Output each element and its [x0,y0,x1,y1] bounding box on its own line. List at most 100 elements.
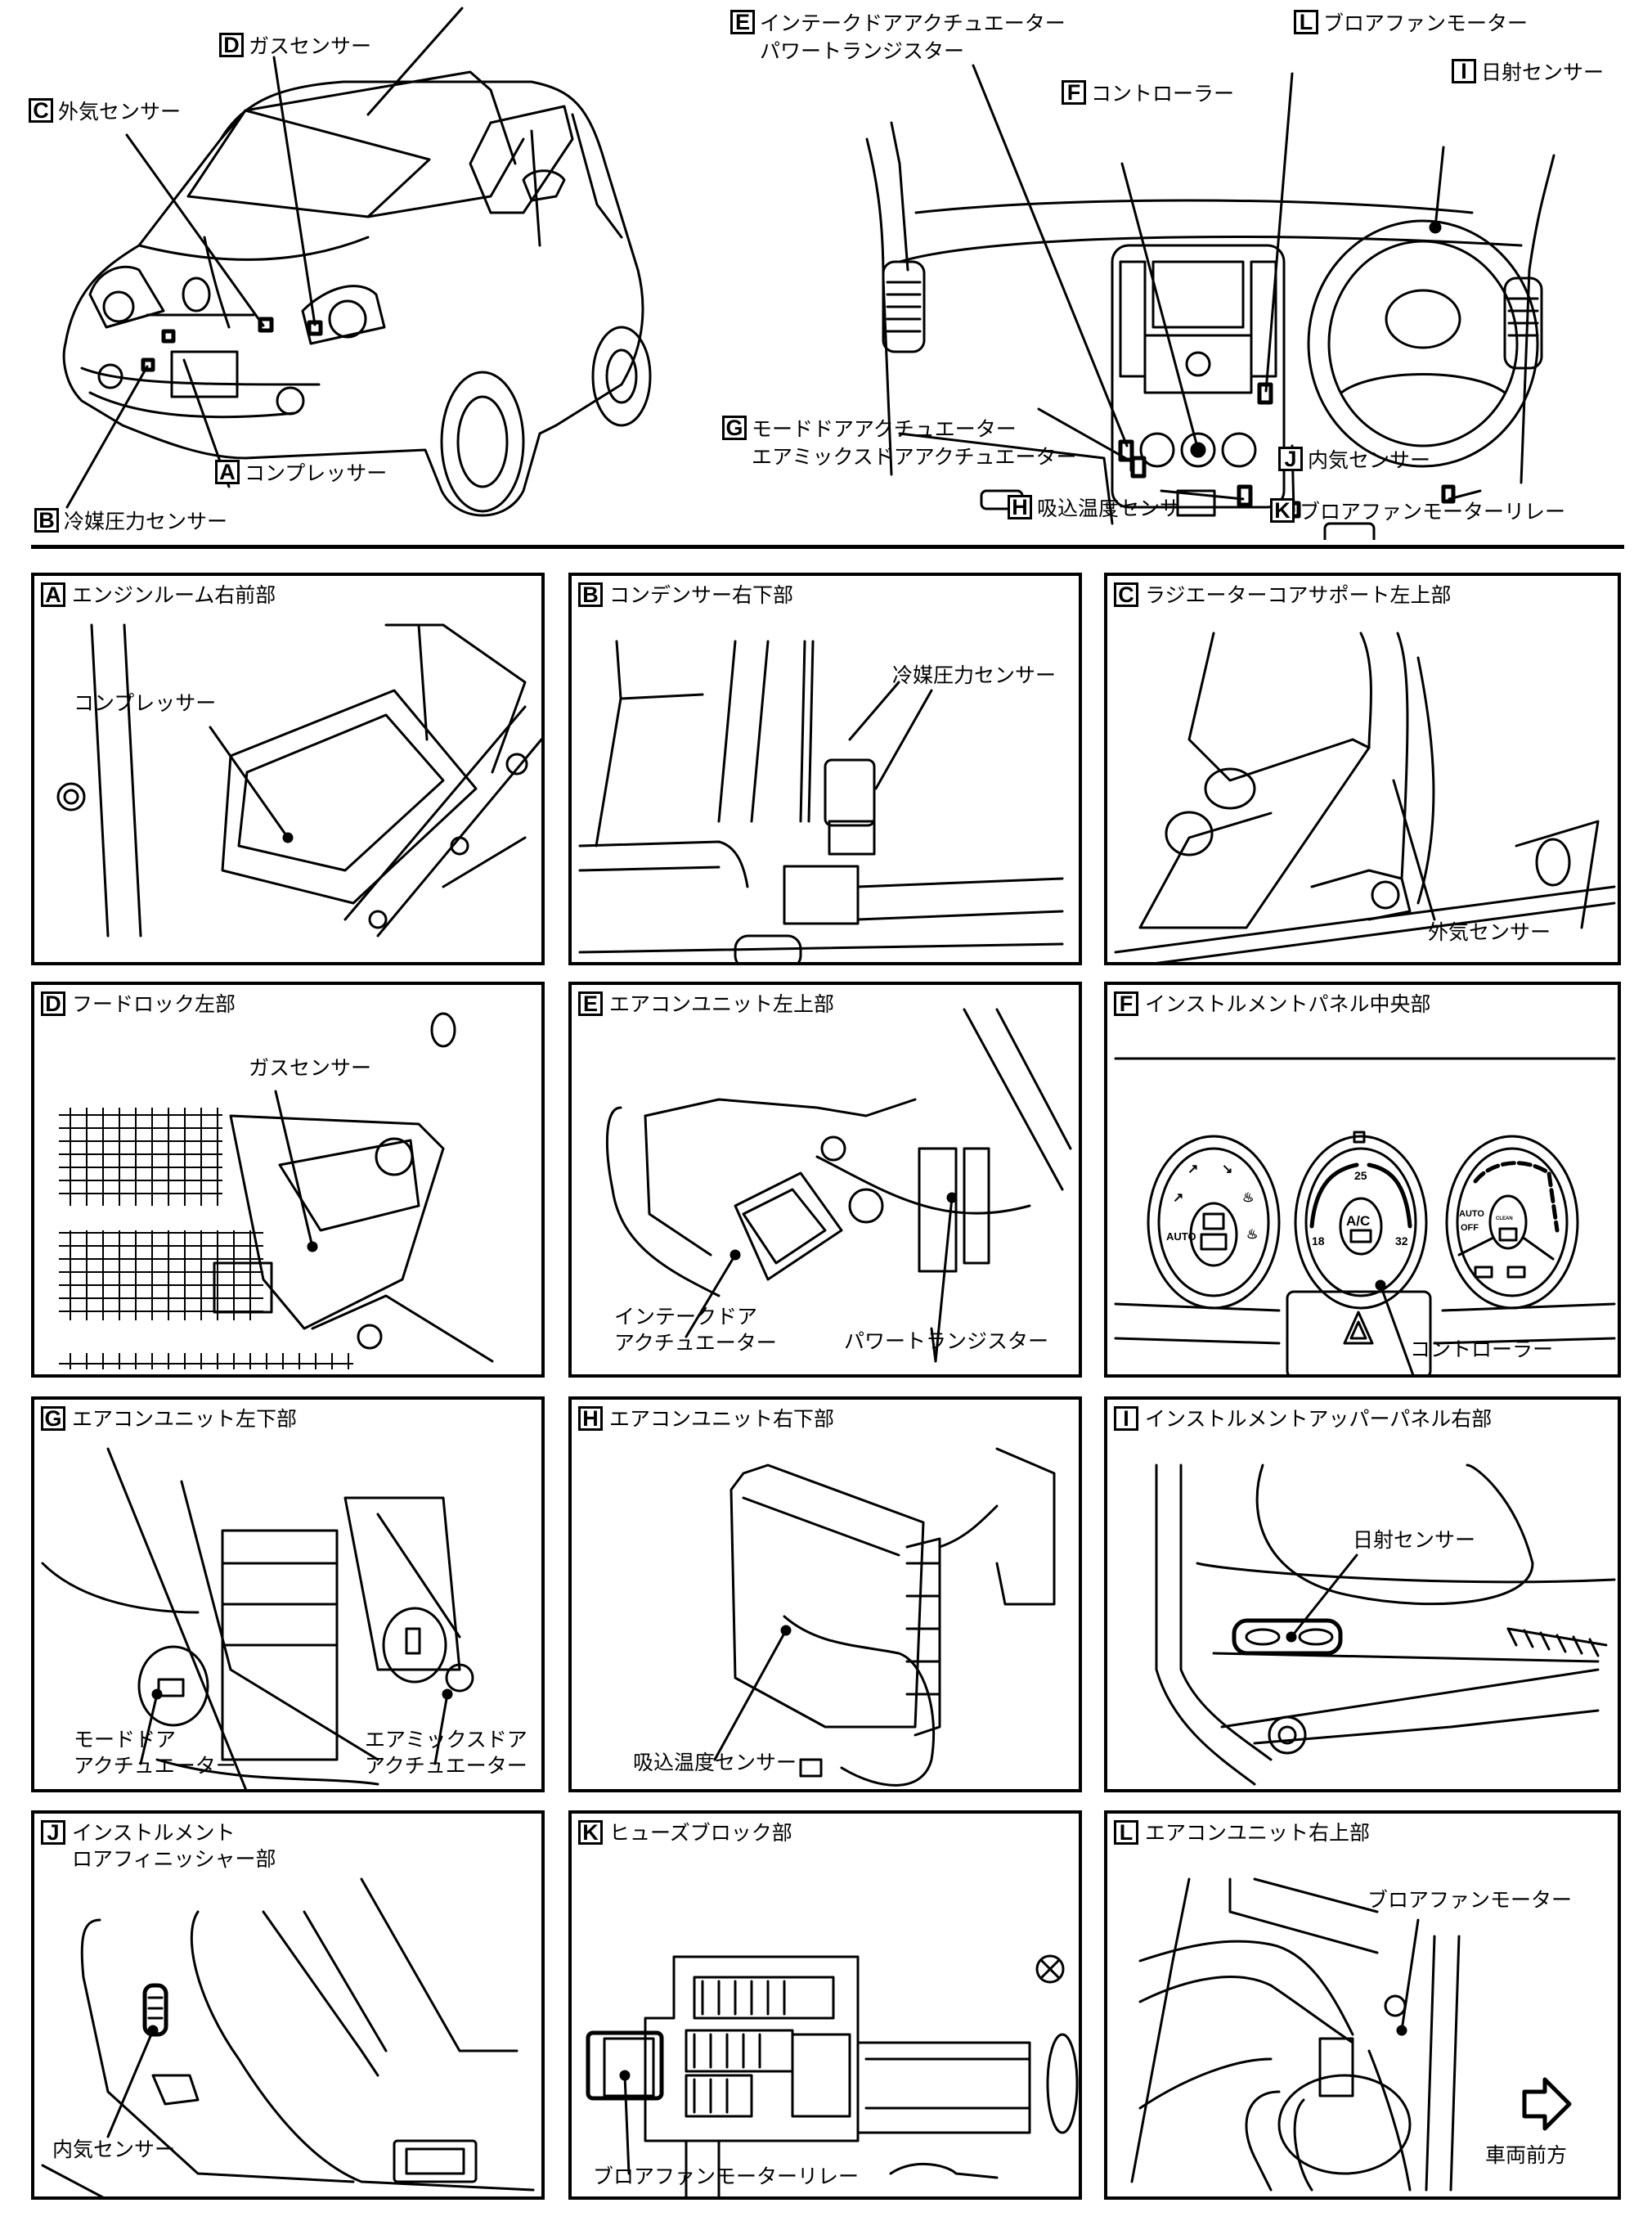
callout-text: 日射センサー [1481,61,1605,84]
panel-e-aircon-upper-left: E エアコンユニット左上部 インテークドア アクチュエーター パワートランジスタ… [568,982,1082,1378]
callout-airmix-door-actuator-detail: エアミックスドア アクチュエーター [365,1727,527,1779]
callout-text: 冷媒圧力センサー [64,510,228,533]
compressor-illustration [56,623,541,937]
panel-title: エアコンユニット左下部 [72,1407,298,1431]
callout-letter: G [722,416,747,440]
panel-h-aircon-lower-right: H エアコンユニット右下部 吸込温度センサー [568,1396,1082,1792]
callout-letter: K [1270,498,1295,523]
callout-text: モードドアアクチュエーター [752,417,1017,441]
temperature-dial[interactable]: A/C 18 25 32 [1294,1131,1428,1310]
callout-letter: F [1062,80,1086,105]
panel-letter: B [578,582,603,607]
callout-blower-fan-motor: L ブロアファンモーター [1294,10,1528,38]
callout-mode-door-actuator: G モードドアアクチュエーター エアミックスドアアクチュエーター [722,416,1077,471]
panel-title: インストルメント [72,1821,236,1845]
callout-letter: D [219,33,244,57]
callout-mode-door-actuator-detail: モードドア アクチュエーター [74,1727,236,1779]
in-vehicle-sensor-illustration [41,1877,535,2196]
callout-power-transistor-detail: パワートランジスター [844,1329,1049,1353]
panel-letter: C [1114,582,1138,607]
panel-title: エンジンルーム右前部 [72,583,276,607]
panel-title: ロアフィニッシャー部 [72,1847,276,1871]
panel-j-lower-finisher: J インストルメント ロアフィニッシャー部 内気センサー [31,1810,545,2200]
callout-intake-door-actuator-detail: インテークドア アクチュエーター [614,1304,777,1356]
fan-auto-text: AUTO [1459,1209,1484,1219]
callout-gas-sensor: D ガスセンサー [219,33,371,61]
vehicle-overview-illustration [62,7,652,517]
panel-letter: A [41,582,65,607]
hvac-controller-illustration: AUTO ↗ ↘ ↗ ♨ ♨ A/C 18 25 32 [1114,1057,1616,1374]
panel-f-instrument-panel-center: F インストルメントパネル中央部 AUTO ↗ ↘ ↗ ♨ ♨ A/ [1104,982,1621,1378]
callout-text: ブロアファンモーターリレー [1300,500,1566,524]
panel-a-engine-room: A エンジンルーム右前部 コンプレッサー [31,573,545,965]
panel-letter: K [578,1820,603,1845]
refrigerant-pressure-sensor-illustration [578,640,1064,962]
callout-text: ガスセンサー [249,34,372,58]
panel-header: K ヒューズブロック部 [578,1820,792,1846]
callout-refrigerant-pressure-sensor: B 冷媒圧力センサー [34,508,227,536]
intake-temp-sensor-illustration [713,1447,1056,1787]
svg-text:♨: ♨ [1246,1228,1258,1242]
callout-gas-sensor-detail: ガスセンサー [249,1056,372,1080]
panel-header: A エンジンルーム右前部 [41,582,276,609]
panel-title: インストルメントパネル中央部 [1145,992,1431,1016]
callout-letter: A [215,460,240,484]
panel-g-aircon-lower-left: G エアコンユニット左下部 モードドア アクチュエーター エアミックスドア アク… [31,1396,545,1792]
hazard-switch[interactable] [1286,1290,1432,1374]
panel-c-radiator-core-support: C ラジエーターコアサポート左上部 外気センサー [1104,573,1621,965]
fan-off-text: OFF [1461,1223,1479,1233]
panel-letter: J [41,1820,65,1845]
callout-text: コントローラー [1091,82,1235,106]
callout-text: インテークドアアクチュエーター [760,11,1066,35]
fan-speed-dial[interactable]: AUTO OFF CLEAN [1445,1135,1579,1310]
temp-low-text: 18 [1312,1234,1325,1248]
callout-compressor: A コンプレッサー [215,460,387,488]
callout-intake-temp-sensor-detail: 吸込温度センサー [633,1751,797,1774]
callout-text: 内気センサー [1308,448,1431,472]
panel-title: フードロック左部 [72,992,236,1016]
callout-letter: C [29,98,53,123]
temp-mid-text: 25 [1354,1169,1367,1182]
callout-intake-temp-sensor: H 吸込温度センサー [1008,495,1201,523]
blower-fan-motor-relay-illustration [586,1954,1079,2196]
outside-air-sensor-illustration [1114,632,1616,962]
panel-letter: E [578,991,603,1016]
gas-sensor-illustration [59,1012,494,1369]
panel-letter: D [41,991,65,1016]
panel-title: インストルメントアッパーパネル右部 [1145,1407,1493,1431]
callout-controller: F コントローラー [1062,80,1234,108]
callout-sunload-sensor: I 日射センサー [1452,59,1604,87]
callout-letter: J [1278,447,1303,471]
panel-header: C ラジエーターコアサポート左上部 [1114,582,1452,609]
callout-blower-fan-motor-relay-detail: ブロアファンモーターリレー [593,2165,860,2188]
blower-fan-motor-illustration [1130,1877,1572,2192]
callout-outside-air-sensor: C 外気センサー [29,98,181,126]
temp-high-text: 32 [1395,1234,1408,1248]
panel-letter: G [41,1406,65,1431]
label-line: エアミックスドア [365,1728,527,1751]
panel-b-condenser: B コンデンサー右下部 冷媒圧力センサー [568,573,1082,965]
callout-letter: B [34,508,59,533]
callout-in-vehicle-sensor: J 内気センサー [1278,447,1430,474]
callout-intake-door-actuator: E インテークドアアクチュエーター パワートランジスター [730,10,1066,65]
panel-d-hood-lock: D フードロック左部 ガスセンサー [31,982,545,1378]
panel-k-fuse-block: K ヒューズブロック部 ブロアファンモーターリレー [568,1810,1082,2200]
mode-auto-text: AUTO [1166,1230,1196,1243]
panel-header: L エアコンユニット右上部 [1114,1820,1370,1846]
mode-and-airmix-actuator-illustration [41,1447,474,1789]
ac-button-text: A/C [1346,1213,1370,1229]
panel-title: エアコンユニット右下部 [609,1407,835,1431]
label-line: インテークドア [614,1305,758,1329]
callout-text: ブロアファンモーター [1323,11,1529,35]
forward-arrow-icon [1522,2077,1572,2131]
panel-title: エアコンユニット右上部 [1145,1821,1371,1845]
svg-text:↘: ↘ [1222,1162,1232,1176]
callout-letter: I [1452,59,1476,83]
panel-title: ラジエーターコアサポート左上部 [1145,583,1452,607]
callout-blower-fan-motor-detail: ブロアファンモーター [1367,1888,1573,1912]
callout-blower-fan-motor-relay: K ブロアファンモーターリレー [1270,498,1565,526]
mode-dial[interactable]: AUTO ↗ ↘ ↗ ♨ ♨ [1147,1135,1281,1310]
label-line: アクチュエーター [74,1754,236,1778]
callout-controller-detail: コントローラー [1410,1338,1554,1361]
panel-header: B コンデンサー右下部 [578,582,793,609]
